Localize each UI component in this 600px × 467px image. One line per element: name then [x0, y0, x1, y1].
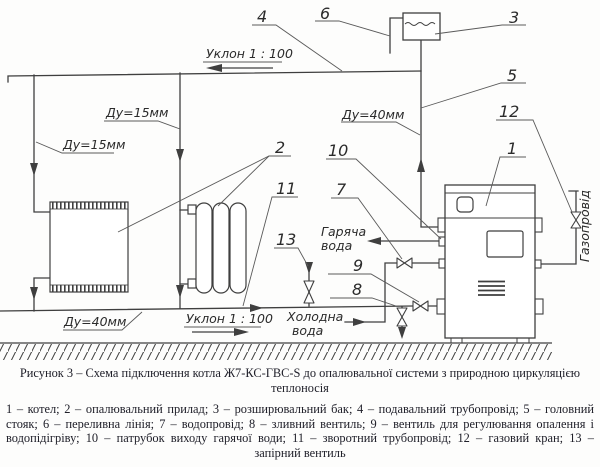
cold-water-right-arrow: [353, 318, 366, 326]
main-riser: [420, 39, 439, 228]
slope-top-left-arrow: [206, 64, 222, 72]
leader-c12: [496, 119, 573, 213]
leader-c10: [326, 158, 442, 240]
leader-c8: [330, 297, 397, 307]
water-level-wave: [404, 22, 436, 26]
panel-bottom-fins: [49, 284, 129, 293]
regulating-valve-9: [412, 300, 429, 312]
boiler-door: [486, 230, 524, 258]
leader-c2b: [217, 155, 270, 207]
leader-c7: [331, 197, 403, 260]
return-pipe: [0, 305, 438, 312]
du40-return-label: Ду=40мм: [63, 314, 126, 329]
hot-water-label-2: вода: [321, 238, 352, 253]
drain-down-arrow: [398, 327, 406, 339]
ground-hatch: [0, 344, 552, 360]
leader-du40-riser: [341, 121, 421, 136]
leader-lines: [35, 20, 573, 331]
leader-c1: [485, 156, 526, 207]
leader-c6: [315, 20, 391, 37]
gas-valve-12: [570, 211, 582, 229]
fill-branch-down-arrow: [305, 262, 313, 274]
callout-10: 10: [328, 141, 348, 160]
callout-2: 2: [275, 138, 285, 157]
callout-11: 11: [276, 179, 296, 198]
supply-pipe: [7, 70, 422, 83]
boiler-control: [456, 196, 474, 213]
leader-c4: [252, 24, 343, 72]
callout-1: 1: [507, 139, 517, 158]
boiler-piping-schematic: Уклон 1 : 100 Уклон 1 : 100 Ду=15мм Ду=1…: [0, 4, 592, 360]
radiator-section: [229, 202, 247, 294]
hot-water-left-arrow: [367, 237, 381, 245]
left-drop-down-arrow: [30, 163, 38, 176]
return-flow-right-arrow: [250, 304, 263, 312]
flow-arrows: [30, 149, 425, 339]
callout-5: 5: [507, 66, 517, 85]
water-supply-valve: [396, 257, 413, 269]
leader-du40-return: [63, 311, 143, 331]
leader-c3: [434, 24, 526, 35]
du15-upper-label: Ду=15мм: [105, 105, 168, 120]
callout-numbers: 4 6 3 5 12 1 10 7 2 11 13 9 8: [257, 4, 519, 299]
shutoff-valve-13: [303, 280, 315, 304]
figure-caption-block: Рисунок 3 – Схема підключення котла Ж7-К…: [6, 366, 594, 460]
radiator-section: [195, 202, 213, 294]
figure-legend: 1 – котел; 2 – опалювальний прилад; 3 – …: [6, 402, 594, 460]
panel-top-fins: [49, 201, 129, 210]
cold-water-label-2: вода: [292, 323, 323, 338]
slope-arrows: [192, 64, 273, 336]
slope-top-label: Уклон 1 : 100: [206, 46, 293, 61]
callout-13: 13: [276, 230, 296, 249]
boiler: [436, 184, 544, 344]
callout-6: 6: [320, 4, 330, 23]
callout-9: 9: [353, 256, 363, 275]
leader-c5: [420, 82, 526, 109]
left-radiator-supply-drop: [33, 74, 51, 213]
left-radiator-return-drop: [33, 277, 51, 312]
boiler-foot-right: [516, 337, 530, 344]
boiler-grille: [478, 280, 505, 296]
gas-line: [540, 190, 579, 265]
leader-c13: [274, 247, 309, 267]
hot-water-label-1: Гаряча: [321, 224, 366, 239]
callout-7: 7: [336, 180, 347, 199]
callout-12: 12: [499, 102, 519, 121]
leader-du15-left: [35, 141, 114, 154]
drain-valve-8: [396, 307, 408, 327]
radiator-stub-top: [187, 204, 197, 215]
boiler-foot-left: [450, 337, 463, 344]
radiator-stub-bottom: [187, 278, 197, 289]
radiator-panel: [49, 201, 129, 293]
radiator-section: [212, 202, 230, 294]
mid-radiator-stubs: [179, 209, 190, 285]
overflow-line: [389, 17, 404, 54]
callout-8: 8: [352, 280, 362, 299]
expansion-tank: [402, 12, 441, 41]
figure-caption: Рисунок 3 – Схема підключення котла Ж7-К…: [19, 366, 581, 395]
mid-drop-down-arrow: [176, 149, 184, 162]
mid-return-down-arrow: [176, 285, 184, 298]
cold-water-label-1: Холодна: [286, 309, 343, 324]
ground: [0, 342, 552, 360]
leader-du15-upper: [104, 120, 181, 130]
valves: [303, 211, 582, 327]
left-return-down-arrow: [30, 287, 38, 300]
slope-bottom-label: Уклон 1 : 100: [186, 311, 273, 326]
du15-left-label: Ду=15мм: [62, 137, 125, 152]
du40-riser-label: Ду=40мм: [341, 107, 404, 122]
radiator-sectional: [187, 202, 247, 294]
riser-up-arrow: [417, 158, 425, 172]
callout-4: 4: [257, 7, 267, 26]
gas-pipe-label: Газопровід: [577, 190, 592, 262]
leader-c9: [328, 273, 420, 303]
leader-c11: [242, 196, 298, 307]
callout-3: 3: [509, 8, 519, 27]
slope-bottom-right-arrow: [234, 328, 249, 336]
pipe-labels: Уклон 1 : 100 Уклон 1 : 100 Ду=15мм Ду=1…: [62, 46, 592, 338]
